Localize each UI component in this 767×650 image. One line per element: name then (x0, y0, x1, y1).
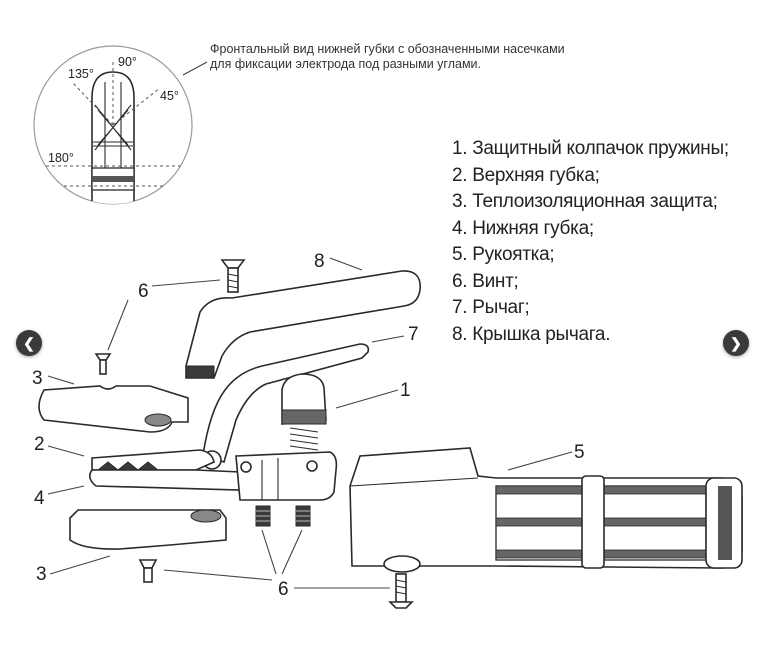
handle-ring (581, 475, 605, 569)
legend-item-2: 2. Верхняя губка; (452, 164, 600, 186)
callout-5: 5 (574, 442, 585, 463)
legend-item-6: 6. Винт; (452, 270, 519, 292)
part-spring-cap (281, 373, 327, 451)
legend-item-4: 4. Нижняя губка; (452, 217, 594, 239)
angle-label-45: 45° (160, 89, 179, 103)
angle-label-135: 135° (68, 67, 94, 81)
jaw-teeth (96, 461, 160, 471)
notch-diagonal (94, 104, 132, 151)
inset-caption-line-2: для фиксации электрода под разными углам… (210, 57, 482, 71)
callout-8: 8 (314, 251, 325, 272)
callout-7: 7 (408, 324, 419, 345)
spring-cap-ring (281, 409, 327, 425)
angle-label-180: 180° (48, 151, 74, 165)
callout-6-top: 6 (138, 281, 149, 302)
parts-legend: 1. Защитный колпачок пружины; 2. Верхняя… (452, 136, 729, 348)
part-insulation-top (38, 385, 189, 433)
lever-cover-end (185, 365, 215, 379)
jaw-front-view-inset: 90° 135° 45° 180° (33, 45, 208, 205)
chevron-left-icon: ❮ (23, 335, 35, 351)
inset-caption: Фронтальный вид нижней губки с обозначен… (210, 42, 630, 72)
notch-horizontal (93, 141, 133, 147)
body-block (235, 451, 338, 501)
part-screws-pair (255, 505, 311, 527)
insulation-bottom-body (69, 509, 227, 550)
insulation-bottom-hole (190, 509, 222, 523)
next-image-button[interactable]: ❯ (723, 330, 749, 356)
callout-2: 2 (34, 434, 45, 455)
callout-3-top: 3 (32, 368, 43, 389)
part-jaws (88, 449, 241, 491)
legend-item-1: 1. Защитный колпачок пружины; (452, 138, 729, 159)
legend-item-7: 7. Рычаг; (452, 297, 530, 318)
legend-item-5: 5. Рукоятка; (452, 244, 555, 265)
part-screw-bottom-left (138, 559, 158, 583)
part-screw-small (94, 353, 112, 375)
callout-3-bottom: 3 (36, 564, 47, 585)
screw-top-head (220, 259, 246, 269)
part-screw-bottom-right (388, 573, 414, 609)
lever-body (202, 343, 370, 464)
chevron-right-icon: ❯ (730, 335, 742, 351)
lower-jaw (88, 469, 241, 491)
callout-4: 4 (34, 488, 45, 509)
jaw-front-band (92, 176, 134, 182)
guide-45 (112, 87, 161, 126)
screw-small-shank (99, 359, 107, 375)
inset-leader (182, 61, 208, 76)
lever-cover-body (185, 270, 421, 379)
legend-item-3: 3. Теплоизоляционная защита; (452, 191, 718, 212)
guide-135 (71, 81, 114, 126)
part-handle (349, 447, 743, 573)
leader-lines (47, 257, 573, 589)
angle-label-90: 90° (118, 55, 137, 69)
prev-image-button[interactable]: ❮ (16, 330, 42, 356)
handle-screw-socket (383, 555, 421, 573)
inset-caption-line-1: Фронтальный вид нижней губки с обозначен… (210, 42, 565, 56)
callout-numbers: 8 6 3 7 1 2 4 5 3 6 (32, 251, 585, 600)
insulation-top-hole (144, 413, 172, 427)
legend-item-8: 8. Крышка рычага. (452, 323, 611, 345)
spring (289, 427, 319, 451)
screw-small-head (94, 353, 112, 361)
part-lever-cover (185, 270, 421, 379)
part-insulation-bottom (69, 509, 227, 550)
part-body-block (235, 451, 338, 501)
callout-1: 1 (400, 380, 411, 401)
screw-bl-head (138, 559, 158, 569)
callout-6-bottom: 6 (278, 579, 289, 600)
notch-vertical (104, 82, 122, 168)
screw-br-head (388, 601, 414, 609)
upper-jaw (91, 449, 215, 471)
part-screw-top (220, 259, 246, 293)
